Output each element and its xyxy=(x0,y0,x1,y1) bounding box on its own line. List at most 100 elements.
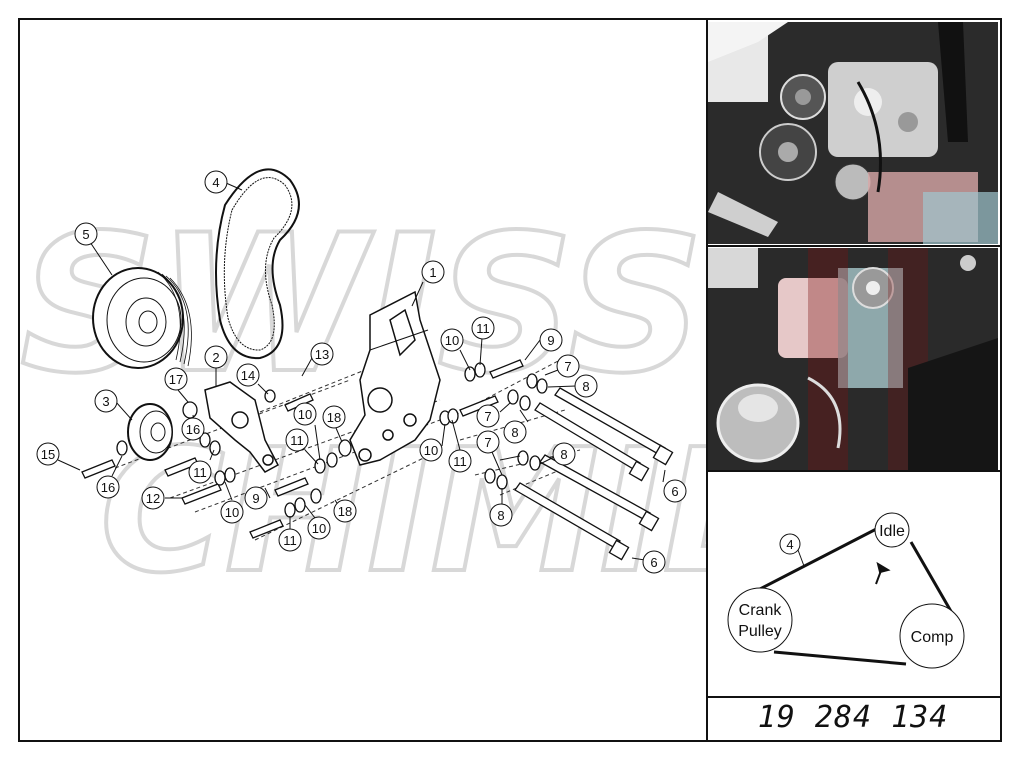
callout-1-label: 1 xyxy=(429,265,436,280)
callout-11e-label: 11 xyxy=(283,533,297,548)
node-idle: Idle xyxy=(874,512,910,548)
diagram-frame: SWISS CHIMILLI xyxy=(18,18,1002,742)
callout-8d-label: 8 xyxy=(497,508,504,523)
callout-5: 5 xyxy=(74,222,113,276)
callout-11a-label: 11 xyxy=(476,321,490,336)
callout-11c: 11 xyxy=(285,428,319,465)
callout-14: 14 xyxy=(236,363,269,395)
callout-11a: 11 xyxy=(471,316,495,366)
callout-7b-label: 7 xyxy=(484,409,491,424)
callout-6a: 6 xyxy=(662,469,687,503)
callout-7b: 7 xyxy=(476,402,511,428)
engine-photo-top-image xyxy=(708,22,998,244)
callout-14-label: 14 xyxy=(241,368,255,383)
callout-10d-label: 10 xyxy=(225,505,239,520)
rotation-arrow-icon xyxy=(875,561,891,585)
callout-7a: 7 xyxy=(544,354,580,378)
callout-7c: 7 xyxy=(476,430,503,476)
callout-8b-label: 8 xyxy=(511,425,518,440)
callout-18b-label: 18 xyxy=(338,504,352,519)
callout-9b: 9 xyxy=(244,486,271,510)
exploded-parts-diagram: SWISS CHIMILLI xyxy=(18,20,945,740)
callout-18a-label: 18 xyxy=(327,410,341,425)
callout-10c-label: 10 xyxy=(424,443,438,458)
callout-8c: 8 xyxy=(539,442,576,466)
callout-6a-label: 6 xyxy=(671,484,678,499)
callout-10e: 10 xyxy=(304,504,331,540)
node-comp: Comp xyxy=(899,603,965,669)
callout-4-label: 4 xyxy=(212,175,219,190)
callout-3: 3 xyxy=(94,389,133,421)
separator-part-number xyxy=(706,696,1000,698)
callout-10d: 10 xyxy=(220,481,244,524)
node-idle-label: Idle xyxy=(879,523,905,540)
side-panel: 4 Idle Crank Pulley Comp xyxy=(706,20,1000,740)
callout-1: 1 xyxy=(411,260,445,307)
callout-11c-label: 11 xyxy=(290,433,304,448)
node-crank-pulley: Crank Pulley xyxy=(727,587,793,653)
callout-10e-label: 10 xyxy=(312,521,326,536)
callout-9b-label: 9 xyxy=(252,491,259,506)
callout-17-label: 17 xyxy=(169,372,183,387)
callout-10a-label: 10 xyxy=(445,333,459,348)
tensioner-bracket-part xyxy=(204,381,280,473)
callout-8a: 8 xyxy=(547,374,598,398)
belt-routing-svg: 4 Idle Crank Pulley Comp xyxy=(727,512,965,669)
callout-8a-label: 8 xyxy=(582,379,589,394)
callout-12-label: 12 xyxy=(146,491,160,506)
long-bolts-part xyxy=(514,387,674,561)
belt-label-text: 4 xyxy=(786,537,793,552)
callout-16a: 16 xyxy=(181,414,205,441)
belt-path xyxy=(757,522,958,666)
callout-10b: 10 xyxy=(293,402,321,461)
callout-5-label: 5 xyxy=(82,227,89,242)
callout-7c-label: 7 xyxy=(484,435,491,450)
callout-4: 4 xyxy=(204,170,243,194)
callout-6b: 6 xyxy=(631,550,666,574)
engine-photo-bottom xyxy=(708,248,998,470)
callout-11d: 11 xyxy=(448,419,472,473)
callout-7a-label: 7 xyxy=(564,359,571,374)
callout-10a: 10 xyxy=(440,328,471,371)
callout-9a: 9 xyxy=(524,328,563,361)
callout-16b-label: 16 xyxy=(101,480,115,495)
callout-2: 2 xyxy=(204,345,228,386)
callout-12: 12 xyxy=(141,486,182,510)
callout-18a: 18 xyxy=(322,405,346,443)
separator-belt-panel xyxy=(706,470,1000,472)
callout-9a-label: 9 xyxy=(547,333,554,348)
short-bolts-part xyxy=(81,359,524,539)
node-crank-line2: Pulley xyxy=(738,623,782,640)
engine-photo-bottom-image xyxy=(708,248,998,470)
callout-10b-label: 10 xyxy=(298,407,312,422)
callout-6b-label: 6 xyxy=(650,555,657,570)
callout-11e: 11 xyxy=(278,516,302,552)
callout-8b: 8 xyxy=(503,409,529,444)
belt-label: 4 xyxy=(779,533,805,567)
callout-8c-label: 8 xyxy=(560,447,567,462)
callout-10c: 10 xyxy=(419,423,446,462)
callout-8d: 8 xyxy=(489,488,513,527)
callout-16b: 16 xyxy=(96,455,123,499)
callout-3-label: 3 xyxy=(102,394,109,409)
callout-15: 15 xyxy=(36,442,81,471)
callout-2-label: 2 xyxy=(212,350,219,365)
callout-15-label: 15 xyxy=(41,447,55,462)
callout-11b: 11 xyxy=(188,449,215,484)
main-bracket-part xyxy=(349,290,441,466)
part-number-box: 19 284 134 xyxy=(706,698,1000,740)
callout-13: 13 xyxy=(301,342,334,377)
node-comp-label: Comp xyxy=(911,629,954,646)
callout-11b-label: 11 xyxy=(193,465,207,480)
callout-18b: 18 xyxy=(333,499,357,523)
callouts: 1 2 3 4 5 6 6 7 7 7 8 8 8 8 9 9 10 10 10 xyxy=(36,170,687,574)
callout-16a-label: 16 xyxy=(186,422,200,437)
engine-photo-top xyxy=(708,22,998,244)
belt-part xyxy=(215,168,300,360)
idler-pulley-part xyxy=(127,403,173,461)
belt-routing-diagram: 4 Idle Crank Pulley Comp xyxy=(706,472,1000,696)
callout-11d-label: 11 xyxy=(453,454,467,469)
crank-pulley-part xyxy=(92,267,192,369)
washers-part xyxy=(116,362,548,518)
separator-photos xyxy=(706,245,1000,247)
